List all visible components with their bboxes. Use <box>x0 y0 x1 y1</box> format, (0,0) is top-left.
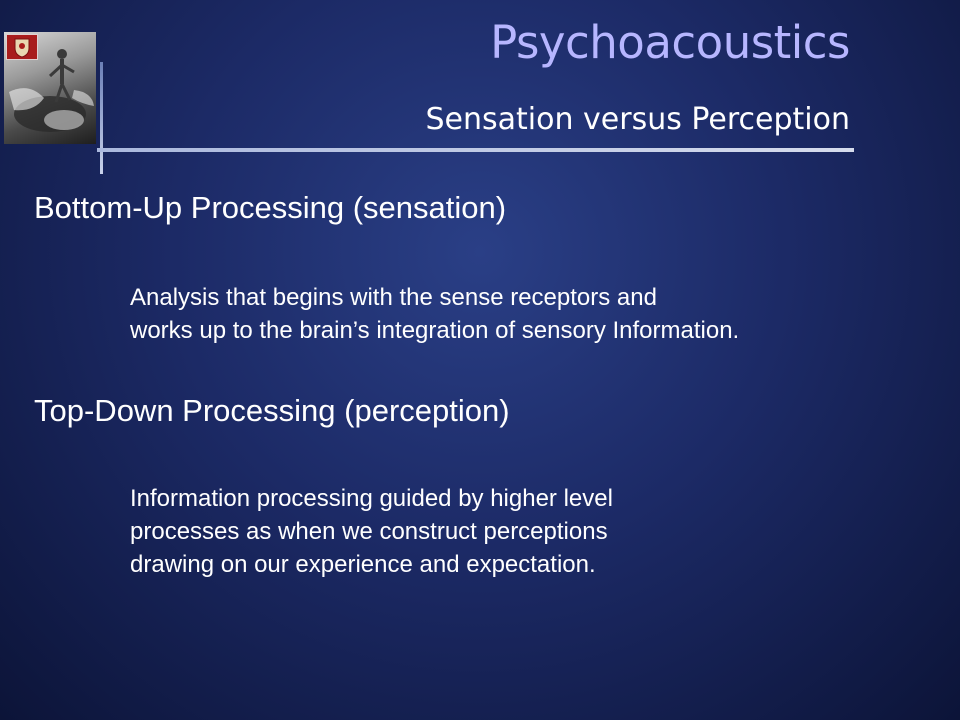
body-line: Analysis that begins with the sense rece… <box>130 284 657 311</box>
section-heading-top-down: Top-Down Processing (perception) <box>34 393 510 428</box>
section-body-bottom-up: Analysis that begins with the sense rece… <box>130 281 739 347</box>
body-line: works up to the brain’s integration of s… <box>130 317 740 344</box>
slide-subtitle: Sensation versus Perception <box>425 102 851 137</box>
section-body-top-down: Information processing guided by higher … <box>130 482 613 581</box>
slide-title: Psychoacoustics <box>490 16 850 69</box>
decorative-vertical-rule <box>100 62 103 174</box>
body-line: processes as when we construct perceptio… <box>130 518 608 545</box>
body-line: Information processing guided by higher … <box>130 485 613 512</box>
logo-image <box>4 32 96 144</box>
body-line: drawing on our experience and expectatio… <box>130 551 596 578</box>
university-shield-icon <box>6 34 38 60</box>
section-heading-bottom-up: Bottom-Up Processing (sensation) <box>34 190 507 225</box>
decorative-horizontal-rule <box>97 148 854 152</box>
